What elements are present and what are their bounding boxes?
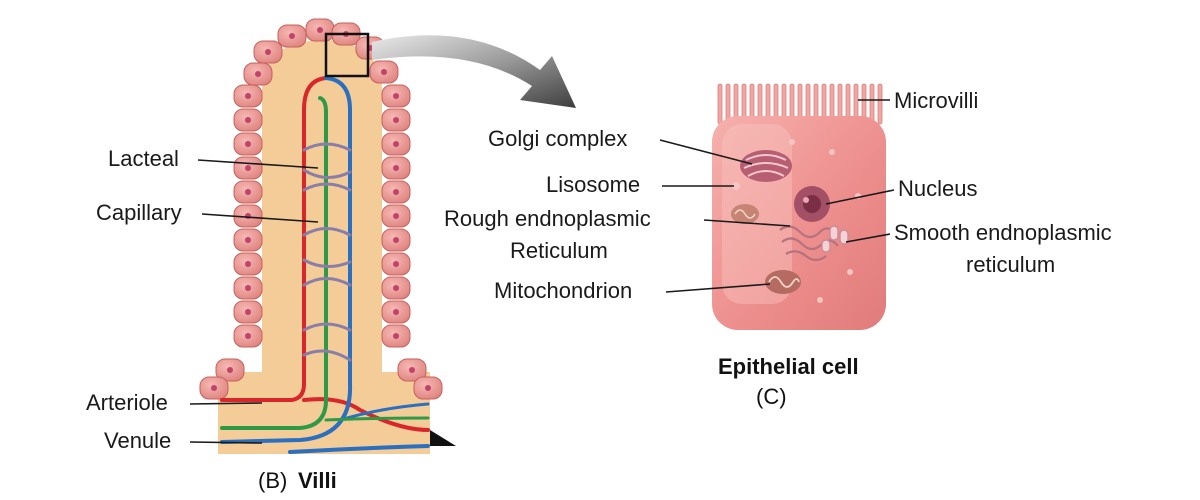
rough-er xyxy=(779,225,839,262)
epithelial-nucleus-dot xyxy=(211,385,217,391)
epithelial-nucleus-dot xyxy=(245,93,251,99)
epithelial-nucleus-dot xyxy=(393,213,399,219)
epithelial-nucleus-dot xyxy=(245,333,251,339)
label-smooth-er-line1: Smooth endnoplasmic xyxy=(894,220,1112,245)
magnified-cell-box xyxy=(324,32,370,78)
smooth-er xyxy=(821,225,849,253)
villi-caption-prefix: (B) xyxy=(258,468,287,493)
label-capillary: Capillary xyxy=(96,200,182,225)
label-rough-er-line1: Rough endnoplasmic xyxy=(444,206,651,231)
label-rough-er-line2: Reticulum xyxy=(510,238,608,263)
villi-caption-title: Villi xyxy=(298,468,337,493)
blood-vessels xyxy=(220,76,430,454)
label-nucleus: Nucleus xyxy=(898,176,977,201)
mitochondrion xyxy=(765,270,801,294)
microvilli-fringe xyxy=(717,83,883,125)
villus-illustration xyxy=(199,18,456,454)
label-smooth-er-line2: reticulum xyxy=(966,252,1055,277)
magnification-arrow xyxy=(372,35,576,108)
arteriole-vessel xyxy=(220,76,328,402)
microvillus xyxy=(877,83,883,125)
epithelial-nucleus-dot xyxy=(245,261,251,267)
golgi-complex xyxy=(740,150,792,182)
epithelial-nucleus-dot xyxy=(245,141,251,147)
epithelial-nucleus-dot xyxy=(409,367,415,373)
epithelial-nucleus-dot xyxy=(425,385,431,391)
epithelial-nucleus-dot xyxy=(227,367,233,373)
epithelial-nucleus-dot xyxy=(265,49,271,55)
epithelial-cell-illustration xyxy=(712,83,886,330)
venule-vessel xyxy=(220,76,353,444)
cell-caption-title: Epithelial cell xyxy=(718,354,859,379)
epithelial-nucleus-dot xyxy=(289,33,295,39)
epithelial-nucleus-dot xyxy=(245,309,251,315)
epithelial-nucleus-dot xyxy=(393,141,399,147)
label-venule: Venule xyxy=(104,428,171,453)
microvillus xyxy=(869,83,875,125)
epithelial-nucleus-dot xyxy=(245,285,251,291)
lacteal-vessel xyxy=(220,96,328,430)
mitochondrion-upper xyxy=(731,204,759,224)
label-lacteal: Lacteal xyxy=(108,146,179,171)
epithelial-nucleus-dot xyxy=(245,117,251,123)
label-mitochondrion: Mitochondrion xyxy=(494,278,632,303)
epithelial-nucleus-dot xyxy=(393,117,399,123)
capillary-network xyxy=(302,142,352,362)
epithelial-nucleus-dot xyxy=(393,237,399,243)
lacteal-branch xyxy=(324,416,430,422)
label-golgi: Golgi complex xyxy=(488,126,627,151)
epithelial-nucleus-dot xyxy=(255,71,261,77)
villus-core xyxy=(262,40,382,372)
cell-caption-sub: (C) xyxy=(756,384,787,409)
epithelial-nucleus-dot xyxy=(245,237,251,243)
epithelial-nucleus-dot xyxy=(381,69,387,75)
epithelial-nucleus-dot xyxy=(393,165,399,171)
venule-branch xyxy=(288,444,430,454)
label-arteriole: Arteriole xyxy=(86,390,168,415)
epithelial-nucleus-dot xyxy=(393,261,399,267)
epithelial-nucleus-dot xyxy=(393,189,399,195)
epithelial-nucleus-dot xyxy=(393,285,399,291)
nucleus xyxy=(794,186,830,222)
microvillus xyxy=(717,83,723,125)
epithelial-nucleus-dot xyxy=(393,93,399,99)
villi-labels: Lacteal Capillary Arteriole Venule (B) V… xyxy=(86,146,337,493)
epithelial-nucleus-dot xyxy=(393,333,399,339)
lysosome xyxy=(732,182,740,190)
cross-section-pointer xyxy=(430,430,456,446)
cell-labels: Microvilli Golgi complex Lisosome Rough … xyxy=(444,88,1112,409)
epithelial-nucleus-dot xyxy=(245,189,251,195)
epithelial-nucleus-dot xyxy=(393,309,399,315)
label-microvilli: Microvilli xyxy=(894,88,978,113)
epithelial-nucleus-dot xyxy=(245,165,251,171)
label-lisosome: Lisosome xyxy=(546,172,640,197)
epithelial-layer xyxy=(199,18,443,400)
epithelial-nucleus-dot xyxy=(317,27,323,33)
